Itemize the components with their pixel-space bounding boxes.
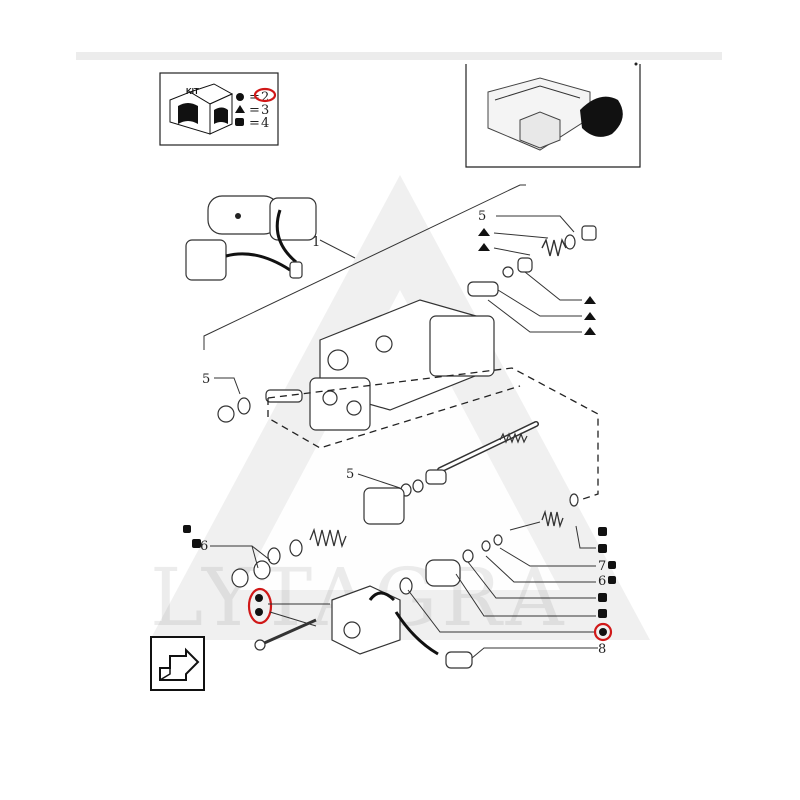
square-marker (598, 593, 607, 602)
location-inset (465, 62, 641, 168)
kit-row-circle-value: 2 (261, 90, 269, 105)
square-marker (598, 544, 607, 553)
knob-icon (580, 96, 623, 137)
triangle-marker (584, 312, 596, 320)
square-marker (598, 527, 607, 536)
assembly-bracket (203, 184, 526, 350)
circle-marker (255, 608, 263, 616)
callout-1: 1 (312, 235, 320, 250)
callout-5-b: 5 (202, 372, 210, 387)
square-marker (192, 539, 201, 548)
upper-parts-row (467, 225, 597, 297)
kit-title: KIT (186, 87, 199, 96)
highlight-right (593, 622, 613, 642)
callout-7: 7 (598, 559, 606, 574)
triangle-icon (235, 105, 245, 113)
callout-5-a: 5 (478, 209, 486, 224)
watermark: LYTAGRA (150, 175, 650, 644)
square-marker (608, 561, 616, 569)
circle-marker (599, 628, 607, 636)
square-marker (183, 525, 191, 533)
lower-solenoid (331, 577, 473, 669)
circle-icon (236, 93, 244, 101)
square-marker (608, 576, 616, 584)
callout-5-c: 5 (346, 467, 354, 482)
highlight-left (247, 587, 273, 625)
circle-marker (255, 594, 263, 602)
kit-row-square-equals: = (249, 116, 260, 131)
bolt-head (254, 639, 266, 651)
triangle-marker (584, 327, 596, 335)
next-page-arrow-icon[interactable] (150, 636, 205, 691)
top-bar (76, 52, 722, 60)
kit-row-triangle-equals: = (249, 103, 260, 118)
kit-cube-icon (169, 83, 234, 135)
square-icon (235, 118, 244, 126)
kit-row-circle-equals: = (249, 90, 260, 105)
spool-shaft (400, 421, 539, 497)
kit-row-square-value: 4 (261, 116, 269, 131)
kit-legend: KIT = 2 = 3 = 4 (159, 72, 279, 146)
triangle-marker (584, 296, 596, 304)
kit-row-triangle-value: 3 (261, 103, 269, 118)
lower-parts (231, 487, 579, 588)
callout-8: 8 (598, 642, 606, 657)
callout-6-a: 6 (200, 539, 208, 554)
square-marker (598, 609, 607, 618)
solenoid-assembly (185, 195, 317, 281)
valve-block (309, 299, 495, 431)
highlight-circle (253, 87, 277, 103)
callout-6-b: 6 (598, 574, 606, 589)
triangle-marker (478, 228, 490, 236)
triangle-marker (478, 243, 490, 251)
